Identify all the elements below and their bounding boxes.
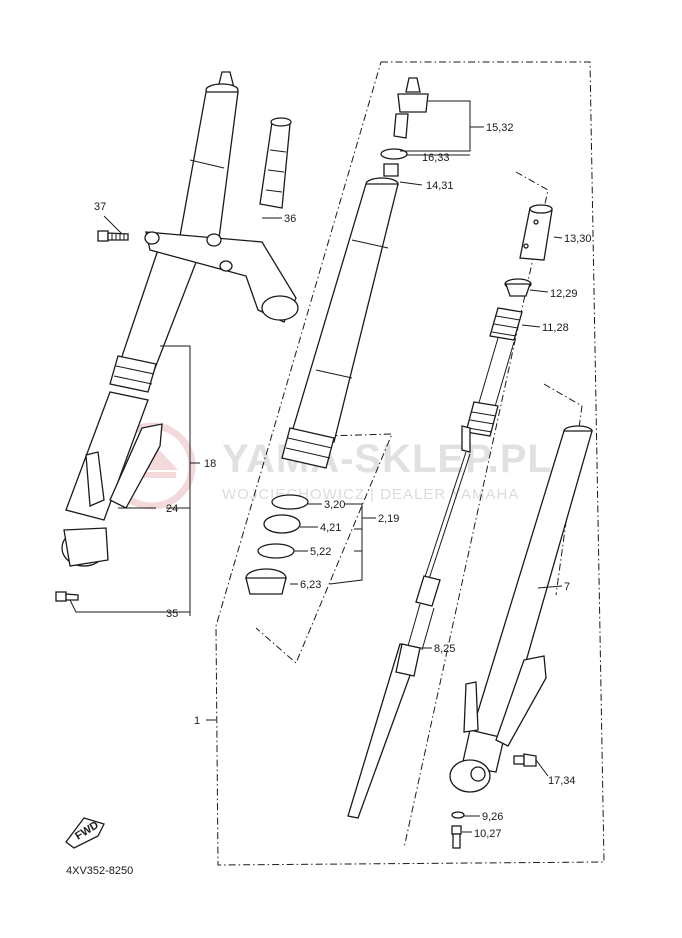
watermark-subtext: WOJCIECHOWICZ | DEALER YAMAHA	[222, 486, 519, 503]
triple-clamp	[144, 117, 299, 323]
cap-bolt-15	[393, 77, 429, 139]
label-7: 7	[564, 581, 570, 593]
fwd-badge: FWD	[65, 817, 105, 849]
washer-9	[451, 811, 465, 819]
collar-13	[519, 204, 553, 261]
bolt-35	[55, 591, 79, 602]
seal-5	[257, 543, 295, 559]
ring-4	[263, 514, 301, 534]
label-15-32: 15,32	[486, 122, 514, 134]
washer-3	[271, 494, 309, 510]
seal-guide	[255, 433, 393, 664]
inner-tube-2	[281, 177, 399, 469]
assembly-boundary	[215, 61, 605, 866]
label-1: 1	[194, 715, 200, 727]
label-17-34: 17,34	[548, 775, 576, 787]
label-37: 37	[94, 201, 106, 213]
label-13-30: 13,30	[564, 233, 592, 245]
assembled-fork	[61, 71, 239, 567]
label-8-25: 8,25	[434, 643, 455, 655]
watermark: YAMA-SKLEP.PL WOJCIECHOWICZ | DEALER YAM…	[108, 422, 553, 510]
watermark-text: YAMA-SKLEP.PL	[222, 437, 553, 481]
label-14-31: 14,31	[426, 180, 454, 192]
label-35: 35	[166, 608, 178, 620]
label-18: 18	[204, 458, 216, 470]
leader-lines	[69, 100, 563, 833]
screw-17	[513, 753, 537, 767]
label-4-21: 4,21	[320, 522, 341, 534]
nut-14	[383, 163, 399, 177]
label-5-22: 5,22	[310, 546, 331, 558]
outer-tube-7	[449, 425, 593, 793]
label-6-23: 6,23	[300, 579, 321, 591]
bolt-37	[97, 230, 129, 242]
label-11-28: 11,28	[542, 322, 569, 334]
spring-11	[465, 307, 523, 437]
label-10-27: 10,27	[474, 828, 502, 840]
bolt-10	[451, 825, 462, 849]
label-12-29: 12,29	[550, 288, 578, 300]
diagram-code: 4XV352-8250	[66, 865, 133, 877]
inner-guide-right	[543, 383, 583, 596]
damper-rod-8	[347, 425, 471, 819]
label-9-26: 9,26	[482, 811, 503, 823]
label-2-19: 2,19	[378, 513, 399, 525]
part-labels: 15,32 16,33 14,31 13,30 12,29 11,28 37 3…	[66, 122, 592, 877]
dust-seal-6	[245, 568, 287, 595]
label-3-20: 3,20	[324, 499, 345, 511]
label-36: 36	[284, 213, 296, 225]
label-24: 24	[166, 503, 178, 515]
label-16-33: 16,33	[422, 152, 450, 164]
spring-seat-12	[504, 278, 532, 297]
